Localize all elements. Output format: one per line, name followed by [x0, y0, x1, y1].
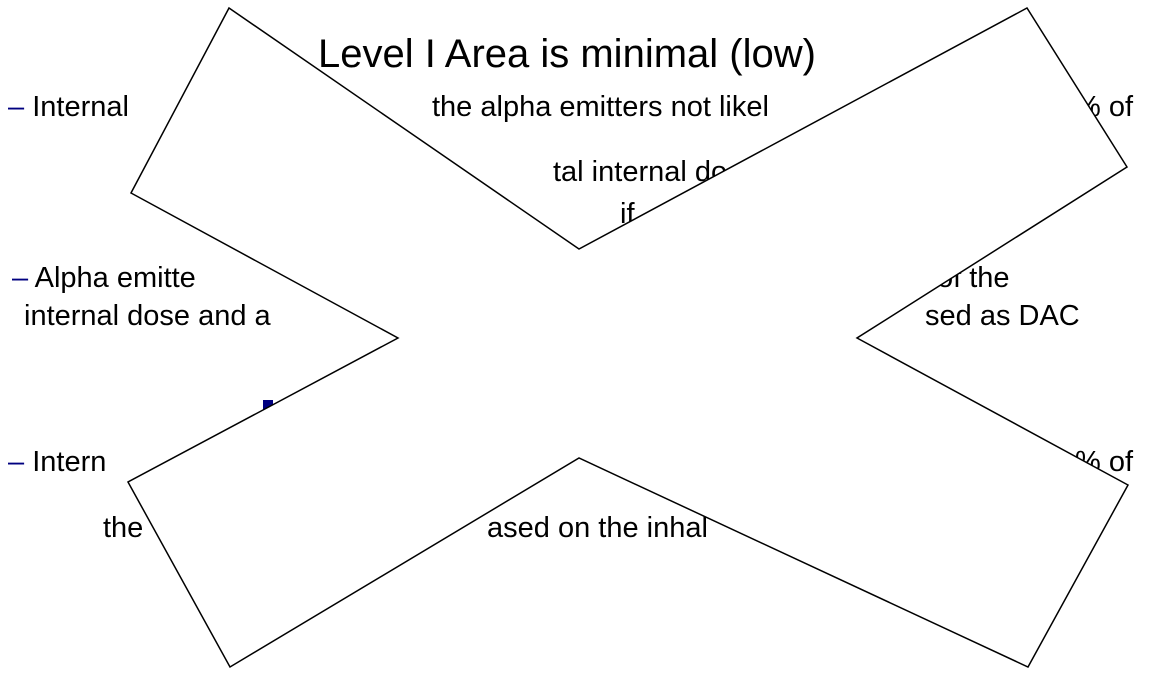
bullet-square-icon: [263, 400, 273, 412]
slide-title: Level I Area is minimal (low): [318, 32, 816, 76]
text-fragment: the: [103, 512, 144, 544]
bullet-line-internal-1: – Internal: [8, 93, 129, 122]
bullet-line-internal-2: – Intern: [8, 448, 106, 477]
bullet-dash: –: [8, 91, 25, 123]
bullet-dash: –: [8, 446, 25, 478]
bullet-dash: –: [12, 262, 29, 294]
bullet-text: Intern: [32, 446, 107, 478]
text-fragment: tal internal do: [553, 156, 728, 188]
bullet-text: Internal: [32, 91, 129, 123]
text-fragment: the alpha emitters not likel: [432, 91, 769, 123]
text-fragment: ased on the inhal: [487, 512, 708, 544]
x-cross-shape: [126, 6, 1130, 669]
text-fragment: sed as DAC: [925, 300, 1080, 332]
text-fragment: internal dose and a: [24, 300, 271, 332]
bullet-text: Alpha emitte: [34, 262, 196, 294]
bullet-line-alpha: – Alpha emitte: [12, 264, 196, 293]
